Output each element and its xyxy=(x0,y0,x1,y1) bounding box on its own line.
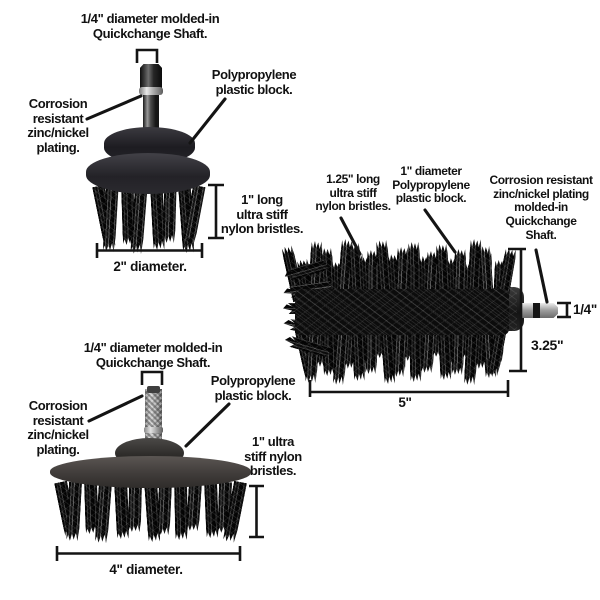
bristles-2in xyxy=(92,186,206,258)
hex-quickchange-shaft xyxy=(140,64,162,92)
bristle-tuft xyxy=(128,482,142,532)
bristle-tuft xyxy=(283,335,330,358)
label-height-cyl: 3.25" xyxy=(531,337,564,353)
shaft-ring xyxy=(144,427,163,433)
knurled-quickchange-shaft xyxy=(145,389,162,449)
dimension-bracket-shaft-cyl xyxy=(557,301,571,319)
dimension-bracket-shaft-4in xyxy=(140,370,164,385)
label-block-cyl: 1" diameter Polypropylene plastic block. xyxy=(392,164,470,206)
label-block-4in: Polypropylene plastic block. xyxy=(210,373,296,403)
leader-shaft-cyl xyxy=(534,248,549,304)
shaft-groove-band xyxy=(533,303,540,318)
dimension-bracket-diameter-4in xyxy=(55,546,242,561)
dimension-bracket-bristles-4in xyxy=(249,484,264,539)
plastic-block-disc xyxy=(50,456,251,488)
label-plating-2in: Corrosion resistant zinc/nickel plating. xyxy=(27,96,89,155)
bristles-4in xyxy=(54,482,248,544)
label-shaft-cyl: Corrosion resistant zinc/nickel plating … xyxy=(489,173,593,242)
label-plating-4in: Corrosion resistant zinc/nickel plating. xyxy=(27,398,89,457)
shaft-shank xyxy=(143,93,159,135)
leader-block-2in xyxy=(188,97,227,145)
label-shaft-4in: 1/4" diameter molded-in Quickchange Shaf… xyxy=(83,340,223,370)
label-bristles-4in: 1" ultra stiff nylon bristles. xyxy=(244,434,302,479)
bristle-tuft xyxy=(174,482,188,540)
bristle-tuft xyxy=(163,186,177,243)
bristle-tuft xyxy=(150,186,166,251)
label-length-cyl: 5" xyxy=(398,395,412,410)
label-diameter-4in: 4" diameter. xyxy=(109,562,183,577)
dimension-bracket-shaft-2in xyxy=(135,48,159,63)
shaft-cap xyxy=(147,386,160,393)
bristle-tuft xyxy=(204,482,220,539)
bristle-tuft xyxy=(157,482,172,536)
label-diameter-2in: 2" diameter. xyxy=(113,259,187,274)
label-shaft-2in: 1/4" diameter molded-in Quickchange Shaf… xyxy=(80,11,220,41)
label-block-2in: Polypropylene plastic block. xyxy=(211,67,297,97)
shaft-collar-ring xyxy=(139,87,163,95)
bristle-tuft xyxy=(114,482,130,540)
brush-core xyxy=(295,289,509,335)
label-bristles-cyl: 1.25" long ultra stiff nylon bristles. xyxy=(315,172,391,214)
label-shaft-diameter-cyl: 1/4" xyxy=(573,302,597,317)
bristles-cylinder xyxy=(291,243,517,381)
label-bristles-2in: 1" long ultra stiff nylon bristles. xyxy=(220,192,304,237)
leader-block-4in xyxy=(184,402,231,448)
plastic-block-lower xyxy=(86,153,210,194)
bristle-tuft xyxy=(186,482,202,532)
